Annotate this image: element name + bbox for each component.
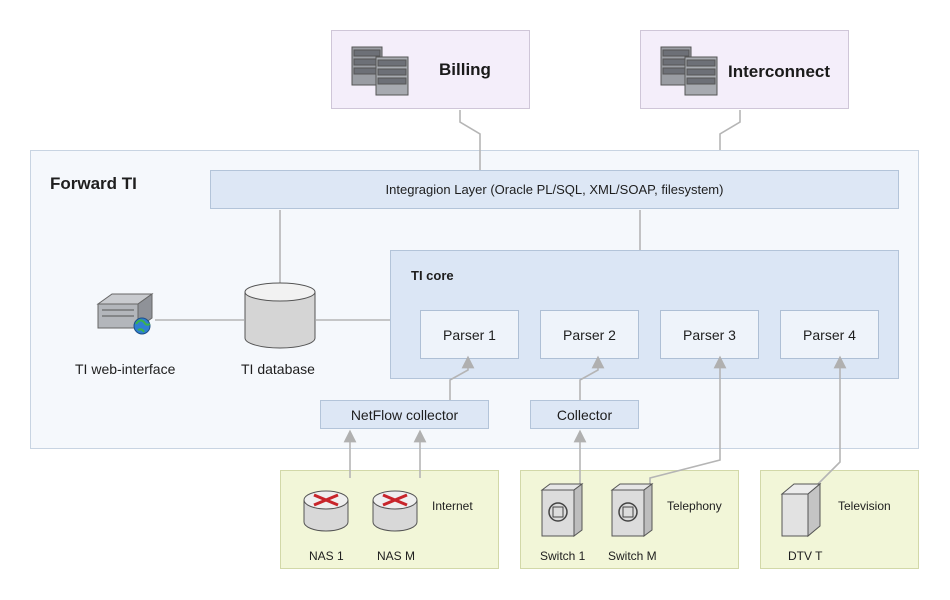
interconnect-box: Interconnect	[640, 30, 849, 109]
switch-m-label: Switch M	[608, 549, 657, 563]
server-rack-icon	[351, 46, 409, 96]
nas-m-label: NAS M	[377, 549, 416, 563]
router-icon	[303, 490, 349, 532]
web-server-icon	[96, 293, 154, 335]
integration-layer: Integragion Layer (Oracle PL/SQL, XML/SO…	[210, 170, 899, 209]
web-interface-label: TI web-interface	[75, 361, 176, 377]
tv-icon	[780, 482, 822, 538]
parser-2: Parser 2	[540, 310, 639, 359]
telephony-title: Telephony	[667, 499, 722, 513]
nas-1-label: NAS 1	[309, 549, 344, 563]
collector: Collector	[530, 400, 639, 429]
database-icon	[244, 282, 316, 349]
router-icon	[372, 490, 418, 532]
parser-1: Parser 1	[420, 310, 519, 359]
parser-4: Parser 4	[780, 310, 879, 359]
internet-title: Internet	[432, 499, 473, 513]
parser-3: Parser 3	[660, 310, 759, 359]
switch-1-label: Switch 1	[540, 549, 586, 563]
switch-icon	[540, 483, 584, 537]
database-label: TI database	[241, 361, 315, 377]
switch-icon	[610, 483, 654, 537]
interconnect-label: Interconnect	[728, 62, 831, 81]
television-title: Television	[838, 499, 891, 513]
forward-ti-title: Forward TI	[50, 174, 137, 193]
ti-core-title: TI core	[411, 268, 454, 283]
billing-label: Billing	[439, 60, 491, 79]
dtv-t-label: DTV T	[788, 549, 823, 563]
netflow-collector: NetFlow collector	[320, 400, 489, 429]
server-rack-icon	[660, 46, 718, 96]
billing-box: Billing	[331, 30, 530, 109]
